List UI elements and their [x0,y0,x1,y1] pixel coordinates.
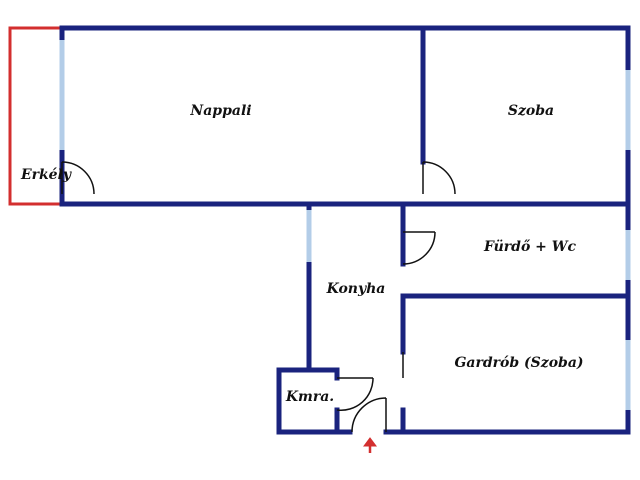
door-erkely [61,161,95,195]
balcony-outline [8,26,62,206]
door-furdo [402,231,436,265]
doors [61,161,456,433]
room-label-nappali: Nappali [189,103,251,119]
door-szoba [422,161,456,195]
entrance-arrow-icon [363,437,377,453]
door-kamra [336,377,374,411]
door-entrance [351,397,387,433]
room-label-konyha: Konyha [326,281,386,297]
room-label-kamra: Kmra. [285,389,334,405]
room-label-furdo-wc: Fürdő + Wc [483,239,577,255]
walls [59,25,631,435]
room-label-erkely: Erkély [20,167,72,183]
room-label-szoba: Szoba [508,103,554,119]
windows [59,40,631,410]
room-label-gardrob: Gardrób (Szoba) [454,355,583,371]
